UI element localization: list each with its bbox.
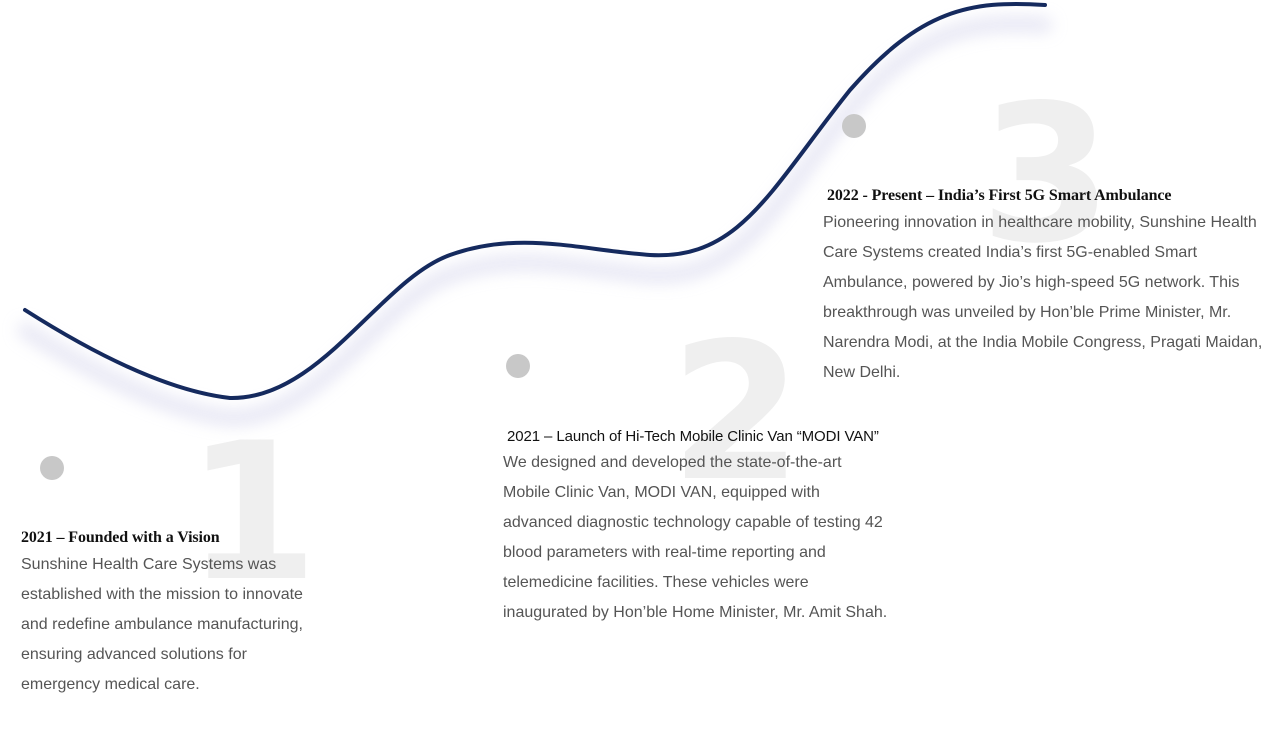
- milestone-dot-3: [842, 114, 866, 138]
- milestone-description-3: Pioneering innovation in healthcare mobi…: [823, 214, 1263, 381]
- milestone-number-2: 2: [670, 302, 803, 523]
- milestone-title-3: 2022 - Present – India’s First 5G Smart …: [827, 187, 1172, 204]
- milestone-number-1: 1: [186, 402, 319, 623]
- milestone-title-1: 2021 – Founded with a Vision: [21, 529, 220, 546]
- milestone-description-2: We designed and developed the state-of-t…: [503, 454, 888, 621]
- milestone-2: 2021 – Launch of Hi-Tech Mobile Clinic V…: [503, 427, 923, 628]
- milestone-dot-1: [40, 456, 64, 480]
- timeline-curve-shadow: [18, 16, 1052, 426]
- milestone-3: 2022 - Present – India’s First 5G Smart …: [823, 186, 1281, 388]
- milestone-title-2: 2021 – Launch of Hi-Tech Mobile Clinic V…: [507, 428, 879, 445]
- milestone-number-3: 3: [980, 64, 1113, 285]
- milestone-description-1: Sunshine Health Care Systems was establi…: [21, 556, 303, 693]
- milestone-dot-2: [506, 354, 530, 378]
- timeline-curve-line: [23, 1, 1047, 401]
- milestone-1: 2021 – Founded with a Vision Sunshine He…: [21, 528, 306, 700]
